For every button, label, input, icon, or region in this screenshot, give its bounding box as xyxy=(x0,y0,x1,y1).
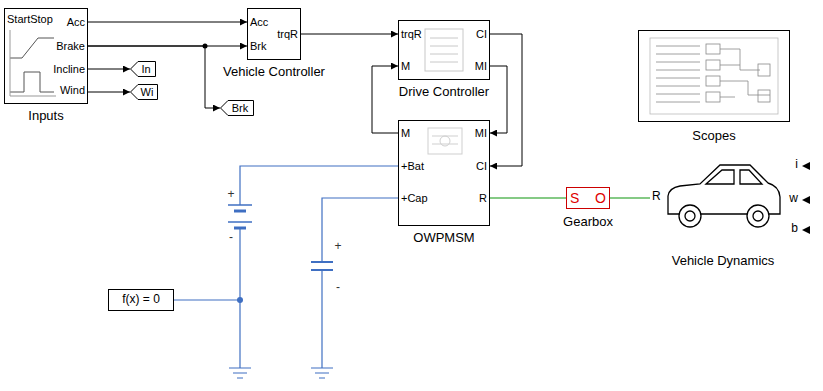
port-label: +Bat xyxy=(401,160,424,173)
port-label: trqR xyxy=(401,28,422,41)
port-label: M xyxy=(401,127,410,140)
ground-symbols xyxy=(229,368,333,378)
port-label: Brk xyxy=(232,102,249,115)
connection-port-triangles xyxy=(802,162,810,234)
port-label: In xyxy=(141,63,150,76)
port-label: MI xyxy=(475,127,487,140)
port-label: CI xyxy=(476,28,487,41)
port-label: MI xyxy=(475,60,487,73)
port-label: Wind xyxy=(60,84,85,97)
polarity-sign: - xyxy=(229,231,233,244)
port-label: Acc xyxy=(250,16,268,29)
block-name: Vehicle Controller xyxy=(223,65,325,80)
signal-line xyxy=(88,92,130,93)
port-label: Incline xyxy=(53,63,85,76)
motor-block: M+Bat+CapMICIROWPMSM xyxy=(398,120,490,226)
signal-line xyxy=(88,69,130,70)
port-label: Brake xyxy=(56,40,85,53)
port-label: trqR xyxy=(277,28,298,41)
block-name: Scopes xyxy=(692,129,735,144)
block-name: Vehicle Dynamics xyxy=(672,254,775,269)
signal-line xyxy=(301,34,398,35)
port-label: +Cap xyxy=(401,192,428,205)
signal-line xyxy=(372,66,398,133)
subsystem-block: Scopes xyxy=(638,30,790,122)
port-label: w xyxy=(789,192,798,206)
mechanical-connection xyxy=(610,197,650,199)
block-name: OWPMSM xyxy=(413,231,474,246)
drive-controller-icon xyxy=(425,29,463,71)
vehicle-block: RiwbVehicle Dynamics xyxy=(650,150,812,245)
battery-symbol xyxy=(228,205,252,228)
gearbox-block: SOGearbox xyxy=(566,187,610,209)
solver-config-block: f(x) = 0 xyxy=(108,289,174,311)
port-label: Acc xyxy=(67,16,85,29)
port-label: i xyxy=(795,158,798,172)
polarity-sign: + xyxy=(334,240,341,253)
port-label: S xyxy=(570,190,579,206)
junction-dot xyxy=(237,297,243,303)
polarity-sign: - xyxy=(336,281,340,294)
car-icon xyxy=(668,165,780,227)
port-label: M xyxy=(401,60,410,73)
electrical-wires xyxy=(174,166,398,368)
block-name: Gearbox xyxy=(563,215,613,230)
goto-tag: Wi xyxy=(130,84,158,100)
mechanical-connection xyxy=(490,197,566,199)
port-label: Brk xyxy=(250,40,267,53)
goto-tag: Brk xyxy=(220,100,254,116)
capacitor-symbol xyxy=(311,262,333,270)
scopes-subsystem-icon xyxy=(650,38,778,114)
signal-line xyxy=(88,46,220,108)
polarity-sign: + xyxy=(227,188,234,201)
motor-circuit-icon xyxy=(428,128,462,154)
signal-line xyxy=(490,34,522,166)
signal-builder-icon xyxy=(10,30,56,96)
port-label: R xyxy=(479,192,487,205)
controller-block: trqRMCIMIDrive Controller xyxy=(398,20,490,80)
signal-line xyxy=(88,22,247,23)
port-label: f(x) = 0 xyxy=(122,293,160,307)
signal-builder-block: StartStopAccBrakeInclineWindInputs xyxy=(4,8,88,104)
port-label: R xyxy=(652,190,661,204)
port-label: Wi xyxy=(141,86,154,99)
port-label: StartStop xyxy=(7,13,53,26)
port-label: b xyxy=(791,222,798,236)
block-name: Drive Controller xyxy=(399,85,489,100)
controller-block: AccBrktrqRVehicle Controller xyxy=(247,8,301,60)
goto-tag: In xyxy=(130,61,156,77)
block-name: Inputs xyxy=(28,109,63,124)
port-label: O xyxy=(595,190,606,206)
port-label: CI xyxy=(476,160,487,173)
signal-line xyxy=(490,66,507,133)
